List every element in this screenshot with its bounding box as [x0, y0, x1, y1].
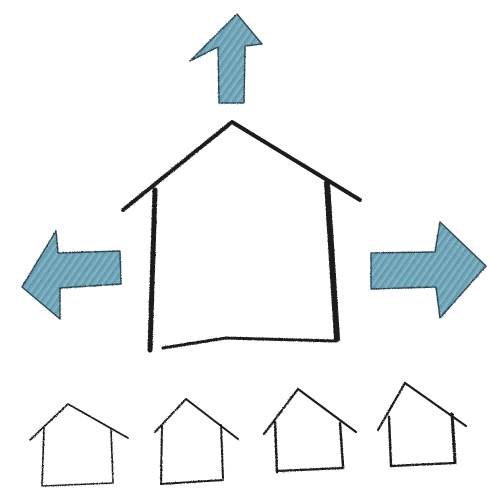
- arrow-left-icon: [22, 231, 121, 319]
- arrow-up-icon: [190, 14, 262, 103]
- small-house-icon-4: [378, 383, 466, 466]
- small-house-icon-3: [264, 389, 356, 472]
- small-house-icon-2: [155, 399, 238, 484]
- large-house-icon: [123, 122, 360, 350]
- arrow-right-icon: [371, 222, 486, 318]
- small-house-icon-1: [30, 404, 128, 486]
